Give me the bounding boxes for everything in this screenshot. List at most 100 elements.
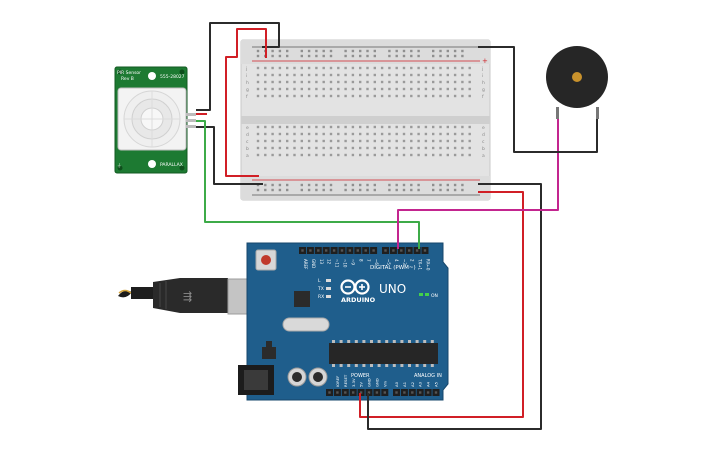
breadboard-hole[interactable] (322, 66, 325, 70)
breadboard-hole[interactable] (344, 153, 347, 157)
reset-button-cap[interactable] (261, 255, 271, 265)
rail-hole[interactable] (315, 188, 318, 192)
breadboard-hole[interactable] (337, 139, 340, 143)
pir-sensor[interactable]: PIR Sensor Rev B 555-28027 ⏚ PARALLAX (114, 66, 196, 174)
breadboard-hole[interactable] (300, 146, 303, 150)
breadboard-hole[interactable] (402, 139, 406, 143)
breadboard-hole[interactable] (286, 125, 289, 129)
breadboard-hole[interactable] (293, 73, 296, 77)
breadboard-hole[interactable] (461, 73, 464, 77)
breadboard-hole[interactable] (410, 66, 413, 70)
rail-hole[interactable] (366, 49, 369, 53)
breadboard-hole[interactable] (402, 132, 406, 136)
breadboard-hole[interactable] (293, 146, 296, 150)
breadboard-hole[interactable] (432, 139, 435, 143)
breadboard-hole[interactable] (307, 80, 311, 84)
breadboard-hole[interactable] (286, 73, 289, 77)
breadboard-hole[interactable] (278, 80, 282, 84)
breadboard-hole[interactable] (424, 94, 428, 98)
breadboard-hole[interactable] (307, 132, 311, 136)
breadboard-hole[interactable] (380, 146, 384, 150)
power-analog-pin-header[interactable] (326, 389, 440, 396)
breadboard-hole[interactable] (410, 146, 413, 150)
rail-hole[interactable] (446, 188, 449, 192)
breadboard-hole[interactable] (366, 66, 369, 70)
breadboard-hole[interactable] (351, 146, 355, 150)
rail-hole[interactable] (388, 183, 391, 187)
wire-black-buzzer-gnd[interactable] (478, 46, 598, 153)
rail-hole[interactable] (410, 49, 413, 53)
rail-hole[interactable] (307, 49, 311, 53)
breadboard-hole[interactable] (278, 94, 282, 98)
breadboard-hole[interactable] (300, 125, 303, 129)
breadboard-hole[interactable] (293, 153, 296, 157)
breadboard-hole[interactable] (271, 146, 274, 150)
breadboard-hole[interactable] (380, 125, 384, 129)
rail-hole[interactable] (432, 49, 435, 53)
breadboard-hole[interactable] (337, 66, 340, 70)
breadboard-hole[interactable] (337, 94, 340, 98)
rail-hole[interactable] (271, 54, 274, 58)
breadboard-hole[interactable] (322, 125, 325, 129)
breadboard-hole[interactable] (337, 132, 340, 136)
rail-hole[interactable] (388, 188, 391, 192)
breadboard-hole[interactable] (402, 94, 406, 98)
breadboard-hole[interactable] (315, 87, 318, 91)
wire-red-5v[interactable] (359, 191, 524, 418)
breadboard-hole[interactable] (329, 94, 333, 98)
breadboard-hole[interactable] (359, 66, 362, 70)
breadboard-hole[interactable] (410, 132, 413, 136)
rail-hole[interactable] (446, 54, 449, 58)
breadboard-hole[interactable] (373, 66, 376, 70)
breadboard-hole[interactable] (329, 153, 333, 157)
breadboard-hole[interactable] (439, 80, 442, 84)
breadboard-hole[interactable] (264, 66, 267, 70)
breadboard-hole[interactable] (293, 139, 296, 143)
breadboard-hole[interactable] (307, 66, 311, 70)
rail-hole[interactable] (307, 183, 311, 187)
usb-cable[interactable]: ⇶ (118, 278, 263, 315)
breadboard-hole[interactable] (417, 132, 420, 136)
breadboard-hole[interactable] (468, 73, 471, 77)
breadboard-hole[interactable] (359, 73, 362, 77)
breadboard-hole[interactable] (359, 132, 362, 136)
rail-hole[interactable] (300, 188, 303, 192)
breadboard-hole[interactable] (366, 139, 369, 143)
rail-hole[interactable] (271, 183, 274, 187)
breadboard-hole[interactable] (359, 125, 362, 129)
breadboard-hole[interactable] (337, 87, 340, 91)
rail-hole[interactable] (359, 54, 362, 58)
rail-hole[interactable] (461, 183, 464, 187)
rail-hole[interactable] (315, 54, 318, 58)
rail-hole[interactable] (453, 188, 457, 192)
breadboard-hole[interactable] (337, 80, 340, 84)
breadboard-hole[interactable] (293, 66, 296, 70)
breadboard-hole[interactable] (351, 66, 355, 70)
breadboard-hole[interactable] (278, 87, 282, 91)
breadboard-hole[interactable] (271, 125, 274, 129)
breadboard-hole[interactable] (264, 139, 267, 143)
rail-hole[interactable] (402, 49, 406, 53)
breadboard-hole[interactable] (417, 125, 420, 129)
breadboard-hole[interactable] (395, 139, 398, 143)
breadboard-hole[interactable] (256, 139, 260, 143)
breadboard-hole[interactable] (264, 73, 267, 77)
rail-hole[interactable] (329, 49, 333, 53)
breadboard-hole[interactable] (388, 153, 391, 157)
breadboard-hole[interactable] (453, 80, 457, 84)
breadboard-hole[interactable] (395, 153, 398, 157)
rail-hole[interactable] (395, 183, 398, 187)
breadboard-hole[interactable] (468, 80, 471, 84)
breadboard-hole[interactable] (439, 73, 442, 77)
rail-hole[interactable] (300, 183, 303, 187)
breadboard-hole[interactable] (424, 73, 428, 77)
rail-hole[interactable] (359, 49, 362, 53)
breadboard-hole[interactable] (337, 146, 340, 150)
breadboard-hole[interactable] (286, 80, 289, 84)
breadboard-hole[interactable] (468, 146, 471, 150)
rail-hole[interactable] (373, 188, 376, 192)
rail-hole[interactable] (373, 183, 376, 187)
breadboard-hole[interactable] (278, 125, 282, 129)
breadboard-hole[interactable] (439, 66, 442, 70)
breadboard-hole[interactable] (373, 125, 376, 129)
